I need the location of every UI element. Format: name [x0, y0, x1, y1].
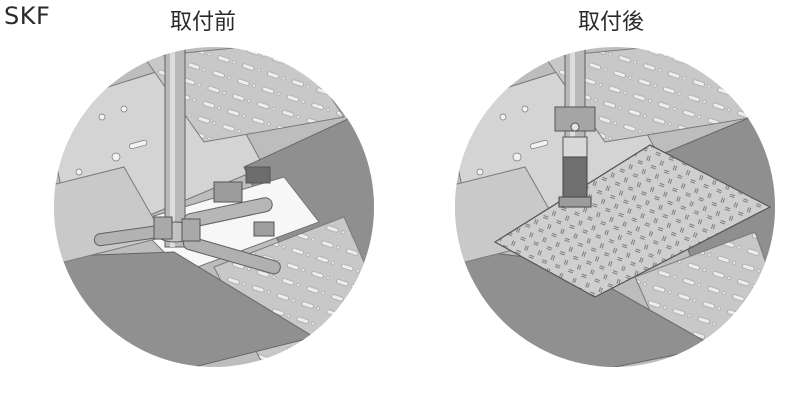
before-drawing — [54, 47, 374, 367]
scaffold-joint-before-illustration — [54, 47, 374, 367]
after-drawing — [455, 47, 775, 367]
scaffold-joint-after-illustration — [455, 47, 775, 367]
after-label: 取付後 — [578, 10, 645, 35]
before-label: 取付前 — [170, 10, 237, 35]
brand-label: SKF — [4, 2, 51, 30]
